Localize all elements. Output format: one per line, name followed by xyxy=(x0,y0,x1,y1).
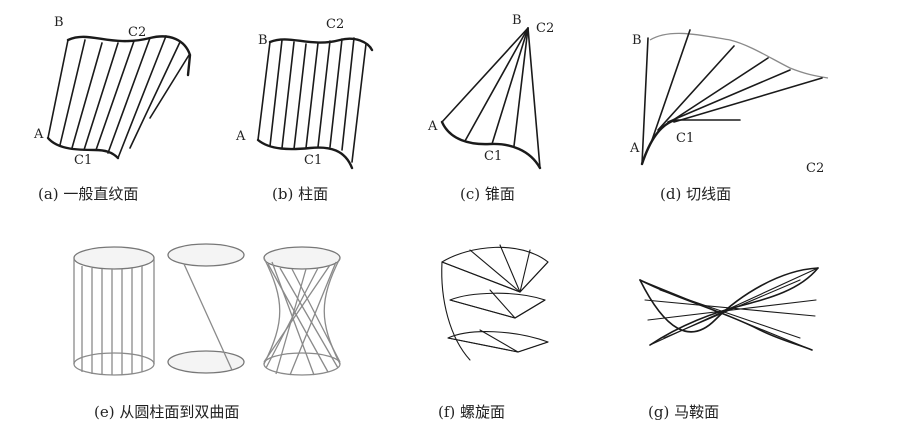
point-a-label: A xyxy=(629,141,640,156)
caption-f: (f) 螺旋面 xyxy=(438,403,505,421)
panel-g-saddle xyxy=(639,267,819,351)
curve-c1 xyxy=(46,136,120,160)
caption-c: (c) 锥面 xyxy=(460,185,515,203)
ruling-lines xyxy=(47,35,190,159)
curve-c2 xyxy=(649,32,829,79)
panel-c-cone-surface: B C2 A C1 xyxy=(427,13,554,170)
panel-b-cylinder-surface: B C2 A C1 xyxy=(235,17,374,170)
point-c1-label: C1 xyxy=(676,131,694,146)
point-c1-label: C1 xyxy=(304,153,322,168)
point-b-label: B xyxy=(512,13,522,28)
ruling-lines xyxy=(257,37,367,163)
tangent-lines xyxy=(641,29,823,165)
hyperboloid-drawing xyxy=(263,246,341,376)
caption-b: (b) 柱面 xyxy=(272,185,328,203)
point-a-label: A xyxy=(235,129,246,144)
point-c1-label: C1 xyxy=(74,153,92,168)
point-a-label: A xyxy=(427,119,438,134)
point-c2-label: C2 xyxy=(536,21,554,36)
point-a-label: A xyxy=(33,127,44,142)
caption-a: (a) 一般直纹面 xyxy=(38,185,138,203)
point-b-label: B xyxy=(54,15,64,30)
two-disks-generator xyxy=(167,243,245,374)
point-b-label: B xyxy=(632,33,642,48)
caption-e: (e) 从圆柱面到双曲面 xyxy=(94,403,239,421)
panel-a-general-ruled-surface: B C2 A C1 xyxy=(33,15,192,168)
cylinder-drawing xyxy=(73,246,155,376)
point-c2-label: C2 xyxy=(326,17,344,32)
curve-c1 xyxy=(440,120,542,170)
panel-e-cylinder-to-hyperboloid xyxy=(73,243,341,376)
caption-d: (d) 切线面 xyxy=(660,185,731,203)
point-c2-label: C2 xyxy=(806,161,824,176)
point-c1-label: C1 xyxy=(484,149,502,164)
curve-c1 xyxy=(640,118,677,166)
panel-f-helicoid xyxy=(441,244,549,361)
point-c2-label: C2 xyxy=(128,25,146,40)
caption-g: (g) 马鞍面 xyxy=(648,403,719,421)
curve-c2 xyxy=(268,37,374,52)
ruling-lines xyxy=(441,27,541,169)
point-b-label: B xyxy=(258,33,268,48)
panel-d-tangent-surface: B C2 A C1 xyxy=(629,29,829,176)
